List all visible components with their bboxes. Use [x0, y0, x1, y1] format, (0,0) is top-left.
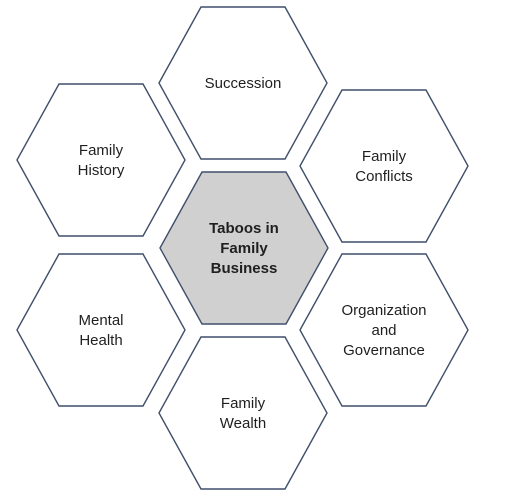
hexagon-label-line: Governance	[343, 342, 425, 359]
hexagon-shape	[16, 253, 186, 407]
hexagon-shape	[16, 83, 186, 237]
hexagon-label-line: Family	[79, 142, 124, 159]
hexagon-label-line: Family	[221, 395, 266, 412]
hexagon-label-line: Taboos in	[209, 220, 279, 237]
hexagon-shape	[158, 6, 328, 160]
hexagon-label-line: Health	[79, 332, 122, 349]
hexagon-label-line: Family	[362, 148, 407, 165]
hexagon-label-line: Succession	[205, 75, 282, 92]
hexagon-label-line: Organization	[341, 302, 426, 319]
hexagon-label-line: Business	[211, 260, 278, 277]
hexagon-label-line: Mental	[78, 312, 123, 329]
hexagon-label-line: History	[78, 162, 125, 179]
hexagon-label-line: and	[371, 322, 396, 339]
hexagon-label-line: Conflicts	[355, 168, 413, 185]
hexagon-shape	[299, 253, 469, 407]
hexagon-shape	[158, 336, 328, 490]
hexagon-shape	[159, 171, 329, 325]
hexagon-succession: Succession	[158, 6, 328, 160]
hexagon-label-line: Family	[220, 240, 268, 257]
hexagon-shape	[299, 89, 469, 243]
hexagon-label-line: Wealth	[220, 415, 266, 432]
